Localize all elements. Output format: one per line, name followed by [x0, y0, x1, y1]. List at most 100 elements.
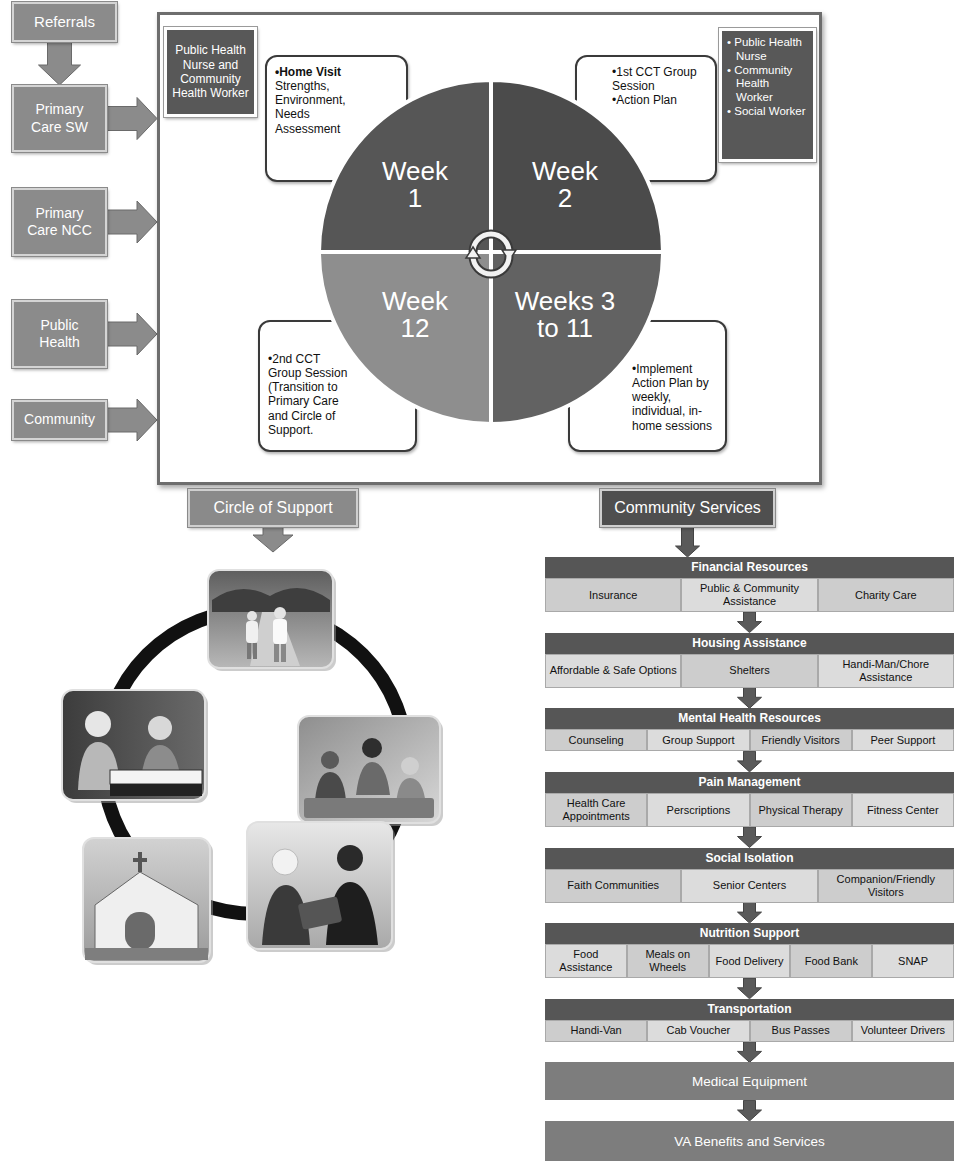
flow-arrow — [738, 751, 762, 772]
week-segment: Week 1 — [319, 80, 491, 252]
flow-arrow — [107, 399, 157, 441]
photo-piano — [110, 784, 202, 796]
item-label: Senior Centers — [713, 879, 786, 892]
service-band: Social IsolationFaith CommunitiesSenior … — [545, 848, 954, 903]
item-label: Fitness Center — [867, 804, 939, 817]
service-item: Group Support — [647, 729, 749, 751]
section-tab: Circle of Support — [188, 489, 358, 527]
service-item: Affordable & Safe Options — [545, 654, 681, 688]
photo-figure — [247, 611, 257, 621]
flow-arrow — [738, 1100, 762, 1121]
segment-fill — [319, 252, 491, 424]
item-label: Bus Passes — [772, 1024, 830, 1037]
band-label: Medical Equipment — [692, 1074, 807, 1089]
ref-text: Primary Care NCC — [26, 205, 93, 240]
referral-box: Community — [12, 400, 107, 440]
photo-figure — [321, 751, 339, 769]
flow-arrow — [107, 313, 157, 355]
photo-figure — [272, 849, 298, 875]
week-label: Week 12 — [373, 288, 458, 343]
item-label: Friendly Visitors — [762, 734, 840, 747]
week-label: Week 2 — [523, 158, 608, 213]
service-item: Companion/Friendly Visitors — [818, 869, 954, 903]
service-item: Meals on Wheels — [627, 944, 709, 978]
photo-church — [95, 872, 198, 950]
callout-text: •Action Plan — [612, 93, 707, 107]
down-arrow — [253, 527, 293, 552]
photo-figure — [274, 607, 286, 619]
service-item: Faith Communities — [545, 869, 681, 903]
service-item: Food Bank — [790, 944, 872, 978]
segment-fill — [319, 80, 491, 252]
item-label: Food Delivery — [716, 955, 784, 968]
flow-arrow — [738, 1042, 762, 1063]
band-heading: Pain Management — [545, 772, 954, 793]
service-item: Friendly Visitors — [750, 729, 852, 751]
section-tab: Community Services — [600, 489, 775, 527]
photo-figure — [274, 644, 279, 662]
service-item: Cab Voucher — [647, 1020, 749, 1042]
flow-arrow — [107, 201, 157, 243]
photo-figure — [148, 716, 172, 740]
service-item: Counseling — [545, 729, 647, 751]
item-label: Physical Therapy — [759, 804, 843, 817]
band-label: VA Benefits and Services — [674, 1134, 825, 1149]
photo-frame — [208, 570, 333, 668]
item-label: Companion/Friendly Visitors — [822, 873, 950, 898]
program-frame: Public Health Nurse and Community Health… — [157, 12, 822, 485]
item-label: Affordable & Safe Options — [550, 664, 677, 677]
service-band: TransportationHandi-VanCab VoucherBus Pa… — [545, 999, 954, 1042]
service-item: Health Care Appointments — [545, 793, 647, 827]
item-label: Faith Communities — [567, 879, 659, 892]
callout-text: •Implement Action Plan by weekly, indivi… — [632, 362, 718, 433]
service-band: Medical Equipment — [545, 1062, 954, 1100]
referral-box: Referrals — [12, 2, 117, 42]
cycle-icon — [461, 222, 521, 282]
photo-cross — [133, 858, 147, 862]
service-band: Nutrition SupportFood AssistanceMeals on… — [545, 923, 954, 978]
dark-text: • Community Health Worker — [727, 64, 809, 105]
service-band: Financial ResourcesInsurancePublic & Com… — [545, 557, 954, 612]
flow-arrow — [738, 903, 762, 924]
photo-figure — [273, 619, 287, 644]
service-item: Perscriptions — [647, 793, 749, 827]
band-heading: Mental Health Resources — [545, 708, 954, 729]
dark-text: • Public Health Nurse — [727, 36, 809, 64]
item-label: Peer Support — [870, 734, 935, 747]
item-label: SNAP — [898, 955, 928, 968]
band-heading: Financial Resources — [545, 557, 954, 578]
item-label: Shelters — [729, 664, 769, 677]
service-item: Volunteer Drivers — [852, 1020, 954, 1042]
service-band: VA Benefits and Services — [545, 1121, 954, 1161]
flow-arrow — [738, 978, 762, 999]
photo-piano — [110, 770, 202, 784]
photo-frame — [298, 716, 440, 823]
service-item: Food Delivery — [709, 944, 791, 978]
service-item: Insurance — [545, 578, 681, 612]
ref-text: Referrals — [34, 13, 95, 32]
callout-text: •2nd CCT Group Session (Transition to Pr… — [268, 352, 354, 437]
item-label: Volunteer Drivers — [861, 1024, 945, 1037]
photo-figure — [356, 762, 390, 795]
band-heading: Nutrition Support — [545, 923, 954, 944]
flow-arrow — [738, 688, 762, 709]
photo-figure — [246, 621, 258, 643]
item-label: Cab Voucher — [667, 1024, 731, 1037]
week-segment: Week 12 — [319, 252, 491, 424]
ref-text: Primary Care SW — [26, 101, 93, 136]
referral-box: Primary Care SW — [12, 85, 107, 152]
service-item: Physical Therapy — [750, 793, 852, 827]
team-box: Public Health Nurse and Community Health… — [164, 27, 257, 117]
hang-text: Circle of Support — [213, 499, 332, 517]
photo-tablet — [298, 896, 343, 930]
service-band: Pain ManagementHealth Care Appointments P… — [545, 772, 954, 827]
service-item: Handi-Man/Chore Assistance — [818, 654, 954, 688]
item-label: Perscriptions — [667, 804, 731, 817]
ref-text: Community — [24, 411, 95, 429]
dark-text: • Social Worker — [727, 105, 809, 119]
item-label: Insurance — [589, 589, 637, 602]
item-label: Food Assistance — [549, 948, 623, 973]
referral-box: Primary Care NCC — [12, 188, 107, 256]
flow-arrow — [107, 98, 157, 140]
